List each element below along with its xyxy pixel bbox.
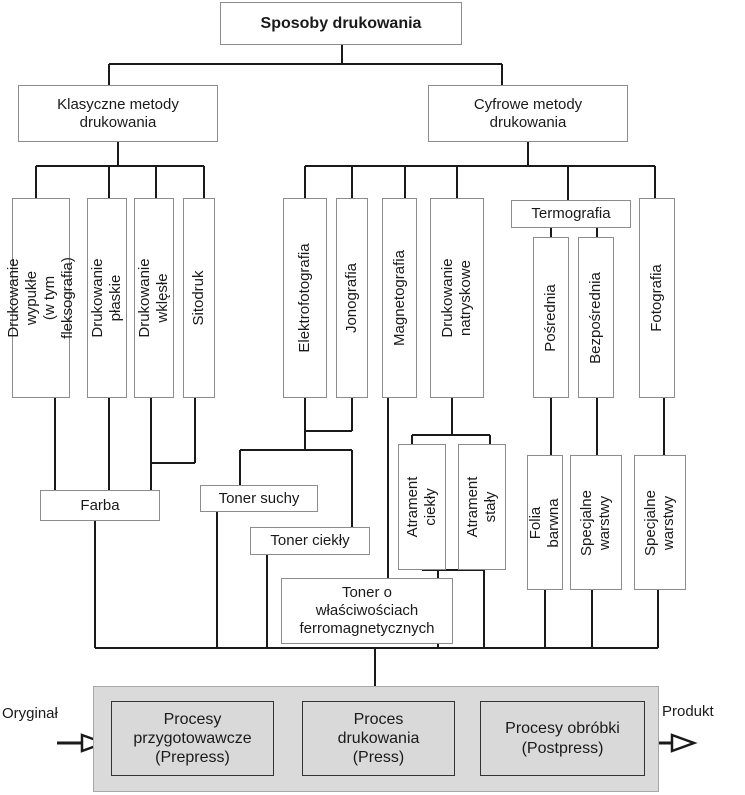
press-box: Proces drukowania (Press) xyxy=(302,701,455,776)
planographic-printing-box: Drukowanie płaskie xyxy=(87,198,127,398)
solid-ink-label: Atrament stały xyxy=(464,476,499,538)
solid-ink-box: Atrament stały xyxy=(458,444,506,570)
intaglio-printing-label: Drukowanie wklęsłe xyxy=(136,258,171,338)
color-foil-label: Folia barwna xyxy=(527,497,562,548)
ionography-box: Jonografia xyxy=(336,198,368,398)
special-layers-thermo-label: Specjalne warstwy xyxy=(578,489,613,556)
electrophotography-box: Elektrofotografia xyxy=(283,198,327,398)
inkjet-printing-box: Drukowanie natryskowe xyxy=(430,198,484,398)
planographic-printing-label: Drukowanie płaskie xyxy=(89,258,124,338)
special-layers-thermo-box: Specjalne warstwy xyxy=(570,455,622,590)
liquid-ink-box: Atrament ciekły xyxy=(398,444,446,570)
digital-methods-box: Cyfrowe metody drukowania xyxy=(428,85,628,142)
electrophotography-label: Elektrofotografia xyxy=(296,243,313,353)
thermography-indirect-label: Pośrednia xyxy=(542,283,559,352)
dry-toner-box: Toner suchy xyxy=(200,485,318,512)
liquid-ink-label: Atrament ciekły xyxy=(404,476,439,538)
screen-printing-label: Sitodruk xyxy=(190,270,207,326)
input-label: Oryginał xyxy=(2,705,58,722)
screen-printing-box: Sitodruk xyxy=(183,198,215,398)
thermography-indirect-box: Pośrednia xyxy=(533,237,569,398)
ink-box: Farba xyxy=(40,490,160,521)
photography-box: Fotografia xyxy=(639,198,675,398)
special-layers-photo-box: Specjalne warstwy xyxy=(634,455,686,590)
magnetography-label: Magnetografia xyxy=(390,250,408,346)
thermography-box: Termografia xyxy=(511,200,631,228)
ferromagnetic-toner-box: Toner o właściwościach ferromagnetycznyc… xyxy=(281,578,453,644)
relief-printing-label: Drukowanie wypukłe (w tym fleksografia) xyxy=(5,257,76,339)
photography-label: Fotografia xyxy=(648,264,665,332)
postpress-box: Procesy obróbki (Postpress) xyxy=(480,701,645,776)
classic-methods-box: Klasyczne metody drukowania xyxy=(18,85,218,142)
liquid-toner-box: Toner ciekły xyxy=(250,527,370,555)
output-label: Produkt xyxy=(662,703,714,720)
ionography-label: Jonografia xyxy=(343,262,360,334)
thermography-direct-box: Bezpośrednia xyxy=(578,237,614,398)
special-layers-photo-label: Specjalne warstwy xyxy=(642,489,677,556)
relief-printing-box: Drukowanie wypukłe (w tym fleksografia) xyxy=(5,198,76,398)
inkjet-printing-label: Drukowanie natryskowe xyxy=(439,258,474,338)
thermography-direct-label: Bezpośrednia xyxy=(587,271,604,364)
diagram-title: Sposoby drukowania xyxy=(220,2,462,45)
magnetography-box: Magnetografia xyxy=(382,198,417,398)
prepress-box: Procesy przygotowawcze (Prepress) xyxy=(111,701,274,776)
intaglio-printing-box: Drukowanie wklęsłe xyxy=(134,198,174,398)
color-foil-box: Folia barwna xyxy=(527,455,563,590)
